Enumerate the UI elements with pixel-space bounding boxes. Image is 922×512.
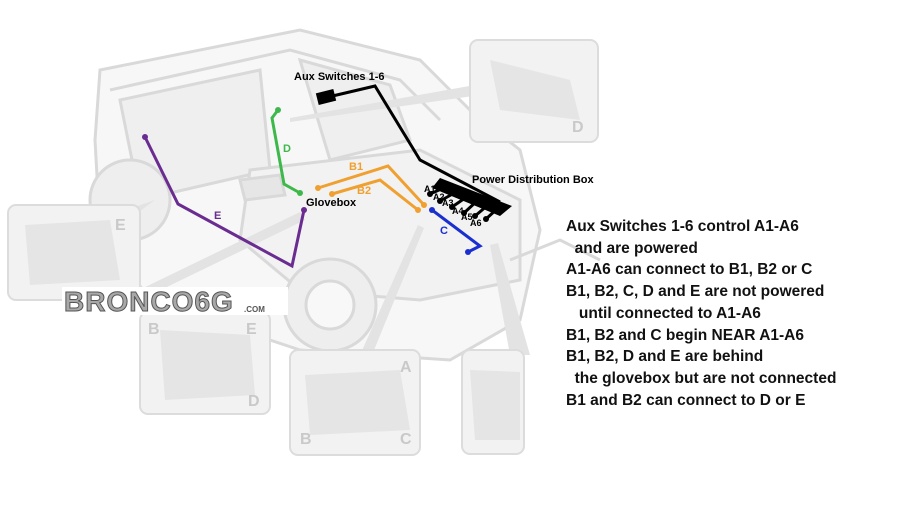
inset-D: D bbox=[469, 39, 599, 143]
inset-BED-letter-d: D bbox=[248, 393, 260, 410]
inset-BED-letter-b: B bbox=[148, 321, 160, 338]
note-line: B1, B2, C, D and E are not powered bbox=[566, 283, 825, 301]
note-line: B1, B2, D and E are behind bbox=[566, 348, 764, 366]
terminal-a2: A2 bbox=[433, 192, 445, 202]
terminal-a1: A1 bbox=[424, 184, 436, 194]
terminal-a5: A5 bbox=[461, 212, 473, 222]
note-line: B1, B2 and C begin NEAR A1-A6 bbox=[566, 326, 804, 344]
site-logo: BRONCO6G .COM bbox=[62, 286, 288, 318]
logo-text: BRONCO6G bbox=[64, 286, 234, 317]
note-line: B1 and B2 can connect to D or E bbox=[566, 391, 806, 409]
note-line: and are powered bbox=[566, 239, 698, 257]
note-line: Aux Switches 1-6 control A1-A6 bbox=[566, 218, 799, 235]
circuit-b2 bbox=[329, 178, 421, 213]
inset-D-letter: D bbox=[572, 119, 584, 136]
note-line: the glovebox but are not connected bbox=[566, 369, 837, 387]
circuit-c bbox=[429, 207, 483, 255]
label-b1: B1 bbox=[349, 161, 363, 173]
label-d: D bbox=[283, 143, 291, 155]
inset-ABC-letter-b: B bbox=[300, 431, 312, 448]
pdb-label: Power Distribution Box bbox=[472, 174, 595, 186]
label-b2: B2 bbox=[357, 185, 371, 197]
terminal-a4: A4 bbox=[452, 206, 464, 216]
glovebox-label: Glovebox bbox=[306, 197, 357, 209]
circuit-b1 bbox=[315, 164, 427, 208]
explanation-notes: Aux Switches 1-6 control A1-A6 and are p… bbox=[566, 216, 896, 411]
inset-ABC: A B C bbox=[289, 349, 421, 456]
inset-partial bbox=[461, 349, 525, 455]
label-c: C bbox=[440, 225, 448, 237]
terminal-a6: A6 bbox=[470, 218, 482, 228]
logo-sub: .COM bbox=[244, 305, 265, 314]
label-e: E bbox=[214, 210, 221, 222]
inset-BED-letter-e: E bbox=[246, 321, 257, 338]
inset-E-letter: E bbox=[115, 217, 126, 234]
inset-ABC-letter-c: C bbox=[400, 431, 412, 448]
power-distribution-box bbox=[427, 178, 512, 222]
inset-E: E bbox=[7, 204, 141, 301]
inset-ABC-letter-a: A bbox=[400, 359, 412, 376]
aux-switches-label: Aux Switches 1-6 bbox=[294, 71, 384, 83]
aux-switch-connector bbox=[315, 89, 337, 105]
inset-BED: B E D bbox=[139, 311, 271, 415]
terminal-a3: A3 bbox=[442, 198, 454, 208]
circuit-d bbox=[270, 107, 303, 196]
note-line: A1-A6 can connect to B1, B2 or C bbox=[566, 261, 813, 279]
note-line: until connected to A1-A6 bbox=[566, 304, 761, 322]
circuit-e bbox=[142, 134, 307, 269]
aux-switch-wiring bbox=[315, 84, 501, 204]
